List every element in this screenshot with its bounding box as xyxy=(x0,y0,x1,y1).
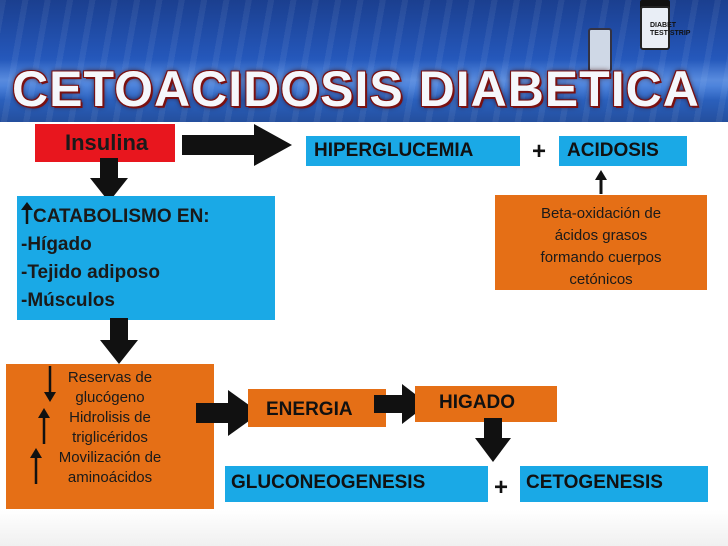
higado-label: HIGADO xyxy=(439,392,515,413)
title-banner: DIABET TEST STRIP CETOACIDOSIS DIABETICA xyxy=(0,0,728,122)
gluconeogenesis-label: GLUCONEOGENESIS xyxy=(231,472,426,493)
acidosis-box: ACIDOSIS xyxy=(559,136,687,166)
reservas-line: aminoácidos xyxy=(67,469,153,486)
plus-sign: + xyxy=(532,138,547,165)
higado-box: HIGADO xyxy=(415,386,557,422)
catabolismo-heading-row: CATABOLISMO EN: xyxy=(21,202,275,231)
reservas-line: glucógeno xyxy=(75,389,145,406)
up-indicator-icon xyxy=(21,202,33,224)
reservas-box: Reservas de glucógeno Hidrolisis de trig… xyxy=(6,364,214,509)
catabolismo-item: -Músculos xyxy=(21,290,115,311)
acidosis-label: ACIDOSIS xyxy=(567,140,659,161)
up-indicator-icon xyxy=(30,448,42,484)
arrow-down-icon xyxy=(100,318,138,364)
catabolismo-item: -Tejido adiposo xyxy=(21,262,160,283)
insulin-vial-image xyxy=(588,28,612,72)
beta-line: Beta-oxidación de xyxy=(540,205,662,222)
beta-line: cetónicos xyxy=(569,271,633,288)
reservas-line: triglicéridos xyxy=(72,429,148,446)
vial-label: DIABET TEST STRIP xyxy=(650,22,691,37)
test-strip-vial-image xyxy=(640,6,670,50)
arrow-down-icon xyxy=(90,158,128,202)
energia-label: ENERGIA xyxy=(266,399,353,420)
catabolismo-heading: CATABOLISMO EN: xyxy=(33,206,210,227)
reservas-line: Reservas de xyxy=(67,369,153,386)
bottom-reflection xyxy=(0,510,728,546)
catabolismo-item: -Hígado xyxy=(21,234,92,255)
arrow-right-icon xyxy=(182,124,292,166)
cetogenesis-label: CETOGENESIS xyxy=(526,472,663,493)
plus-sign: + xyxy=(494,474,509,501)
arrow-right-icon xyxy=(196,390,260,436)
up-indicator-icon xyxy=(38,408,50,444)
reservas-line: Movilización de xyxy=(58,449,162,466)
insulina-label: Insulina xyxy=(65,130,149,155)
up-arrow-icon xyxy=(595,170,607,194)
vial-cap-image xyxy=(640,0,670,10)
insulina-box: Insulina xyxy=(35,124,175,162)
beta-line: formando cuerpos xyxy=(540,249,662,266)
cetogenesis-box: CETOGENESIS xyxy=(520,466,708,502)
catabolismo-box: CATABOLISMO EN: -Hígado -Tejido adiposo … xyxy=(17,196,275,320)
arrow-down-icon xyxy=(475,418,511,462)
gluconeogenesis-box: GLUCONEOGENESIS xyxy=(225,466,488,502)
hiperglucemia-box: HIPERGLUCEMIA xyxy=(306,136,520,166)
reservas-line: Hidrolisis de xyxy=(69,409,151,426)
hiperglucemia-label: HIPERGLUCEMIA xyxy=(314,140,474,161)
down-indicator-icon xyxy=(44,366,56,402)
beta-oxidation-box: Beta-oxidación de ácidos grasos formando… xyxy=(495,195,707,290)
beta-line: ácidos grasos xyxy=(554,227,648,244)
slide-title: CETOACIDOSIS DIABETICA xyxy=(12,61,700,117)
energia-box: ENERGIA xyxy=(248,389,386,427)
